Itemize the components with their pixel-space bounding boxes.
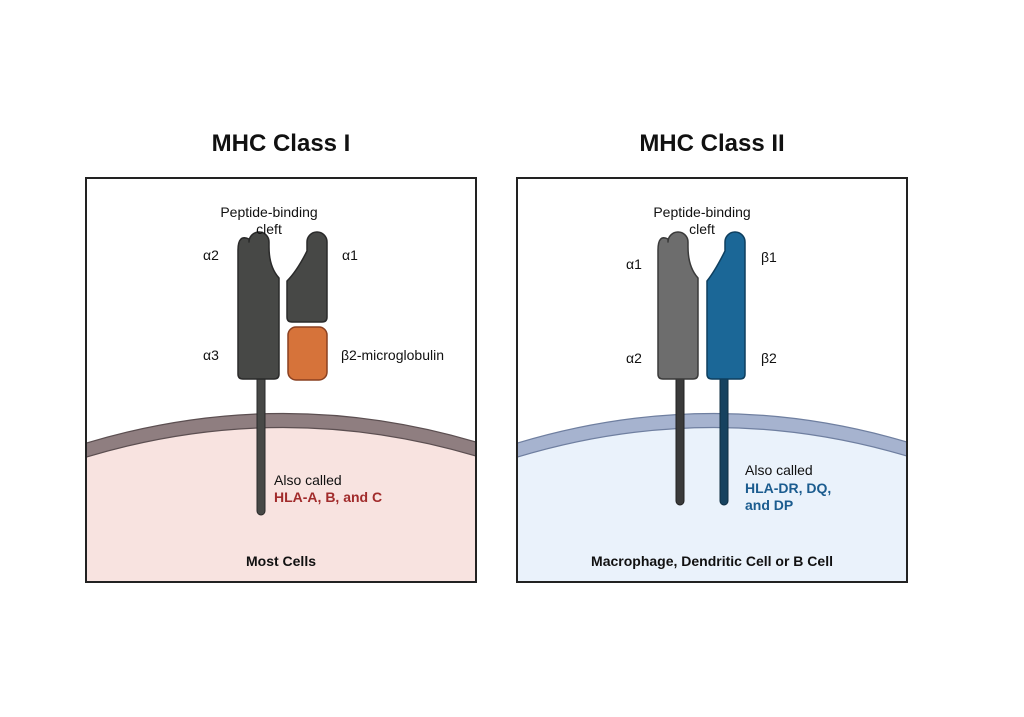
- mhc-class-2-title: MHC Class II: [639, 130, 785, 157]
- cell-interior: [518, 425, 906, 581]
- cell-membrane-inner-edge: [87, 426, 475, 458]
- alpha2-alpha3-domain: [237, 231, 280, 380]
- peptide-binding-cleft-label: Peptide-binding cleft: [220, 204, 318, 237]
- alpha1-label: α1: [626, 256, 642, 272]
- alpha-chain-transmembrane-tail: [256, 368, 266, 516]
- alpha1-label: α1: [342, 247, 358, 263]
- beta-chain-transmembrane-tail: [719, 368, 729, 506]
- mhc-class-2-diagram: [518, 231, 906, 581]
- beta-chain-domain: [706, 231, 746, 380]
- cell-membrane: [518, 413, 906, 458]
- mhc-class-1-title: MHC Class I: [211, 130, 351, 157]
- peptide-binding-cleft-label: Peptide-binding cleft: [653, 204, 751, 237]
- cell-membrane-outer-edge: [87, 412, 475, 444]
- beta1-label: β1: [761, 249, 777, 265]
- alpha1-domain: [286, 231, 328, 323]
- beta2-label: β2: [761, 350, 777, 366]
- cell-membrane: [87, 413, 475, 458]
- cell-membrane-inner-edge: [518, 426, 906, 458]
- cell-type-label: Macrophage, Dendritic Cell or B Cell: [591, 553, 833, 569]
- also-called-label: Also called: [745, 462, 813, 478]
- also-called-label: Also called: [274, 472, 342, 488]
- cell-membrane-outer-edge: [518, 412, 906, 444]
- mhc-class-1-panel: Peptide-binding cleft α2 α1 α3 β2-microg…: [85, 177, 477, 583]
- cell-interior: [87, 425, 475, 581]
- hla-names-label: HLA-DR, DQ, and DP: [745, 480, 832, 513]
- cell-type-label: Most Cells: [245, 553, 316, 569]
- alpha-chain-domain: [657, 231, 699, 380]
- mhc-class-2-panel: Peptide-binding cleft α1 β1 α2 β2 Also c…: [516, 177, 908, 583]
- alpha2-label: α2: [203, 247, 219, 263]
- mhc-class-1-diagram: [87, 231, 475, 581]
- alpha3-label: α3: [203, 347, 219, 363]
- alpha2-label: α2: [626, 350, 642, 366]
- alpha-chain-transmembrane-tail: [675, 368, 685, 506]
- beta2-microglobulin-domain: [287, 326, 328, 381]
- beta2-microglobulin-label: β2-microglobulin: [341, 347, 444, 363]
- hla-names-label: HLA-A, B, and C: [274, 489, 383, 505]
